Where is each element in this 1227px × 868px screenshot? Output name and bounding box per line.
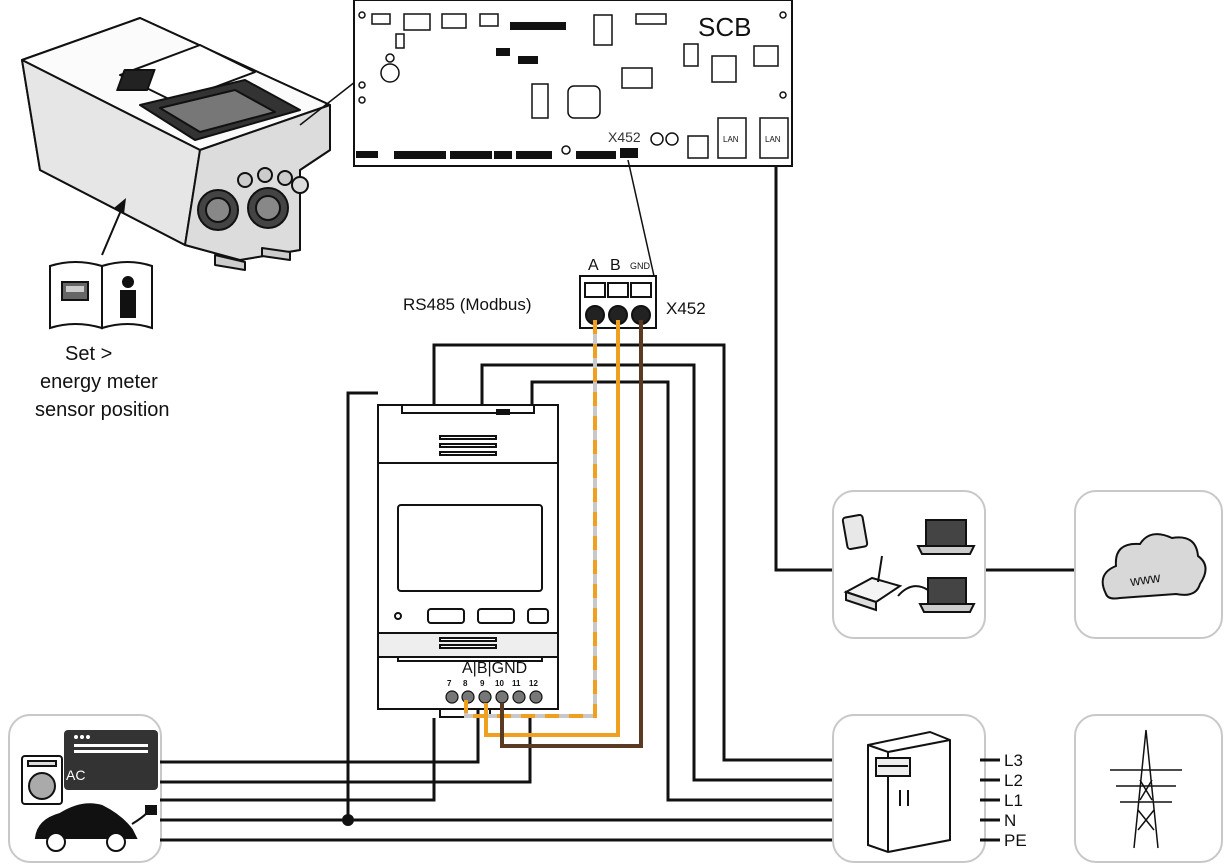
wire-rs485-b bbox=[484, 320, 620, 737]
grid-line-label: L1 bbox=[1004, 791, 1023, 810]
grid-box bbox=[1074, 714, 1223, 863]
energy-meter-illustration bbox=[377, 404, 559, 718]
manual-info-icon bbox=[49, 261, 153, 330]
ac-label: AC bbox=[66, 767, 86, 783]
internet-box bbox=[1074, 490, 1223, 639]
meter-indicator bbox=[496, 409, 510, 415]
load-devices-box bbox=[8, 714, 162, 863]
x452-leader-line bbox=[627, 159, 655, 277]
meter-terminal-number: 11 bbox=[512, 679, 521, 688]
scb-board bbox=[353, 0, 793, 167]
meter-terminals bbox=[445, 690, 543, 704]
manual-caption-line1: Set > bbox=[65, 343, 113, 365]
manual-arrow bbox=[101, 198, 126, 256]
x452-label: X452 bbox=[666, 299, 706, 318]
utility-meter-box bbox=[832, 714, 986, 863]
scb-title: SCB bbox=[698, 12, 752, 42]
wires-black bbox=[160, 166, 1076, 842]
ground-junction bbox=[342, 814, 354, 826]
manual-caption-line3: sensor position bbox=[35, 399, 170, 421]
wire-rs485-gnd bbox=[500, 320, 643, 748]
grid-line-label: PE bbox=[1004, 831, 1027, 850]
connector-pin-gnd: GND bbox=[630, 261, 650, 271]
rs485-label: RS485 (Modbus) bbox=[403, 295, 532, 314]
meter-terminal-number: 10 bbox=[495, 679, 504, 688]
grid-line-label: L2 bbox=[1004, 771, 1023, 790]
grid-line-label: L3 bbox=[1004, 751, 1023, 770]
connector-pin-a: A bbox=[588, 257, 599, 274]
meter-terminal-number: 7 bbox=[447, 679, 452, 688]
scb-pointer-line bbox=[299, 77, 361, 126]
manual-caption-line2: energy meter bbox=[40, 371, 158, 393]
lan-port-1-label: LAN bbox=[723, 135, 739, 144]
meter-terminal-number: 8 bbox=[463, 679, 468, 688]
meter-terminal-number: 9 bbox=[480, 679, 485, 688]
meter-terminal-number: 12 bbox=[529, 679, 538, 688]
wire-rs485-a bbox=[464, 320, 597, 718]
grid-line-label: N bbox=[1004, 811, 1017, 830]
lan-devices-box bbox=[832, 490, 986, 639]
inverter-illustration bbox=[21, 17, 331, 271]
lan-port-2-label: LAN bbox=[765, 135, 781, 144]
connector-pin-b: B bbox=[610, 257, 621, 274]
cloud-text: www bbox=[1129, 568, 1162, 590]
scb-port-label: X452 bbox=[608, 129, 641, 145]
meter-terminal-header: A|B|GND bbox=[462, 660, 528, 677]
x452-connector bbox=[579, 275, 657, 329]
